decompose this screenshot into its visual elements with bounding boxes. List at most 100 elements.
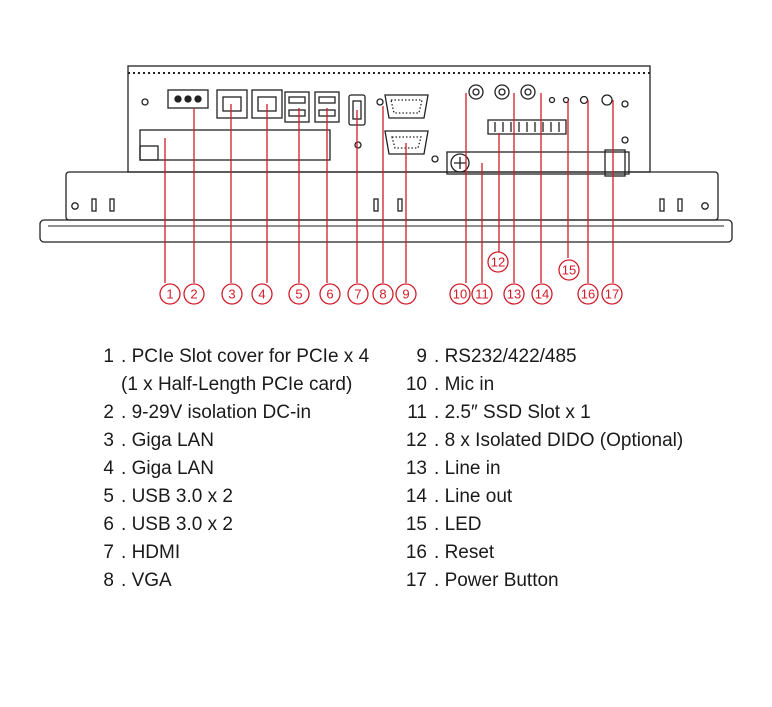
legend-item: 9. RS232/422/485 <box>400 343 683 371</box>
lan-port-1 <box>216 89 248 119</box>
legend-item: 6. USB 3.0 x 2 <box>92 511 369 539</box>
legend-item: 8. VGA <box>92 567 369 595</box>
dc-in-connector <box>167 89 209 109</box>
callout-number-16: 16 <box>581 287 595 302</box>
base-plate <box>39 219 733 243</box>
legend-number: 12 <box>405 430 427 451</box>
line-out-jack <box>520 84 536 100</box>
legend-label-cont: (1 x Half-Length PCIe card) <box>121 374 353 395</box>
legend-right-column: 9. RS232/422/485 10. Mic in 11. 2.5″ SSD… <box>400 343 683 595</box>
callout-number-6: 6 <box>326 287 333 302</box>
pcie-cover-bracket <box>139 145 159 161</box>
legend-number: 13 <box>405 458 427 479</box>
callout-circle-9 <box>395 283 417 305</box>
line-in-jack <box>494 84 510 100</box>
callout-circle-12 <box>487 251 509 273</box>
legend-label: Giga LAN <box>131 458 214 479</box>
legend-left-column: 1. PCIe Slot cover for PCIe x 4 (1 x Hal… <box>92 343 369 595</box>
legend-label: 2.5″ SSD Slot x 1 <box>444 402 591 423</box>
callout-number-11: 11 <box>475 287 489 302</box>
callout-circle-2 <box>183 283 205 305</box>
legend-label: 9-29V isolation DC-in <box>131 402 312 423</box>
legend-item: 17. Power Button <box>400 567 683 595</box>
legend-label: 8 x Isolated DIDO (Optional) <box>444 430 684 451</box>
legend-label: Line in <box>444 458 501 479</box>
io-housing <box>127 65 651 173</box>
legend-label: USB 3.0 x 2 <box>131 486 233 507</box>
legend-item: 16. Reset <box>400 539 683 567</box>
callout-circle-4 <box>251 283 273 305</box>
legend-number: 7 <box>103 542 114 563</box>
callout-number-9: 9 <box>402 287 409 302</box>
legend-number: 14 <box>405 486 427 507</box>
legend-number: 6 <box>103 514 114 535</box>
legend-item: 15. LED <box>400 511 683 539</box>
callout-number-3: 3 <box>228 287 235 302</box>
legend-label: LED <box>444 514 482 535</box>
usb-stack-1 <box>284 91 310 123</box>
legend-item: 7. HDMI <box>92 539 369 567</box>
legend-item: 13. Line in <box>400 455 683 483</box>
callout-circle-14 <box>531 283 553 305</box>
legend-label: Reset <box>444 542 495 563</box>
callout-number-8: 8 <box>379 287 386 302</box>
callout-number-5: 5 <box>295 287 302 302</box>
callout-circle-8 <box>372 283 394 305</box>
legend-item: 5. USB 3.0 x 2 <box>92 483 369 511</box>
legend-label: Power Button <box>444 570 559 591</box>
legend-label: USB 3.0 x 2 <box>131 514 233 535</box>
legend-number: 16 <box>405 542 427 563</box>
legend-item: 11. 2.5″ SSD Slot x 1 <box>400 399 683 427</box>
legend-item-continuation: (1 x Half-Length PCIe card) <box>92 371 369 399</box>
callout-circle-16 <box>577 283 599 305</box>
callout-number-12: 12 <box>491 255 505 270</box>
power-button <box>601 94 613 106</box>
screws <box>141 98 629 173</box>
legend-item: 3. Giga LAN <box>92 427 369 455</box>
legend-item: 10. Mic in <box>400 371 683 399</box>
legend-number: 1 <box>103 346 114 367</box>
callout-number-1: 1 <box>166 287 173 302</box>
legend-number: 2 <box>103 402 114 423</box>
callout-circle-13 <box>503 283 525 305</box>
mic-in-jack <box>468 84 484 100</box>
legend-number: 11 <box>407 402 427 423</box>
callout-circle-10 <box>449 283 471 305</box>
legend-label: Line out <box>444 486 513 507</box>
legend-number: 5 <box>103 486 114 507</box>
legend-number: 9 <box>416 346 427 367</box>
callout-lines <box>164 93 614 283</box>
callout-circle-17 <box>601 283 623 305</box>
dido-terminal-block <box>487 119 567 135</box>
callout-number-10: 10 <box>453 287 467 302</box>
callout-circle-7 <box>347 283 369 305</box>
led-indicator <box>548 96 556 104</box>
callout-number-15: 15 <box>562 263 576 278</box>
callout-number-13: 13 <box>507 287 521 302</box>
legend-item: 2. 9-29V isolation DC-in <box>92 399 369 427</box>
vga-port <box>384 94 429 119</box>
legend-label: VGA <box>131 570 172 591</box>
legend-number: 3 <box>103 430 114 451</box>
legend-label: RS232/422/485 <box>444 346 577 367</box>
callout-circle-15 <box>558 259 580 281</box>
legend-item: 1. PCIe Slot cover for PCIe x 4 <box>92 343 369 371</box>
callout-number-17: 17 <box>605 287 619 302</box>
legend-number: 17 <box>405 570 427 591</box>
ssd-tray <box>446 151 630 175</box>
callout-circle-5 <box>288 283 310 305</box>
callout-number-2: 2 <box>190 287 197 302</box>
legend-label: PCIe Slot cover for PCIe x 4 <box>131 346 370 367</box>
legend-label: HDMI <box>131 542 181 563</box>
legend-item: 14. Line out <box>400 483 683 511</box>
device-outline <box>39 65 733 243</box>
legend-item: 12. 8 x Isolated DIDO (Optional) <box>400 427 683 455</box>
pcie-cover <box>139 129 331 161</box>
front-bezel <box>65 171 719 221</box>
ssd-tray-latch <box>604 149 626 177</box>
legend-number: 10 <box>405 374 427 395</box>
com-port <box>384 130 429 155</box>
callout-number-4: 4 <box>258 287 265 302</box>
